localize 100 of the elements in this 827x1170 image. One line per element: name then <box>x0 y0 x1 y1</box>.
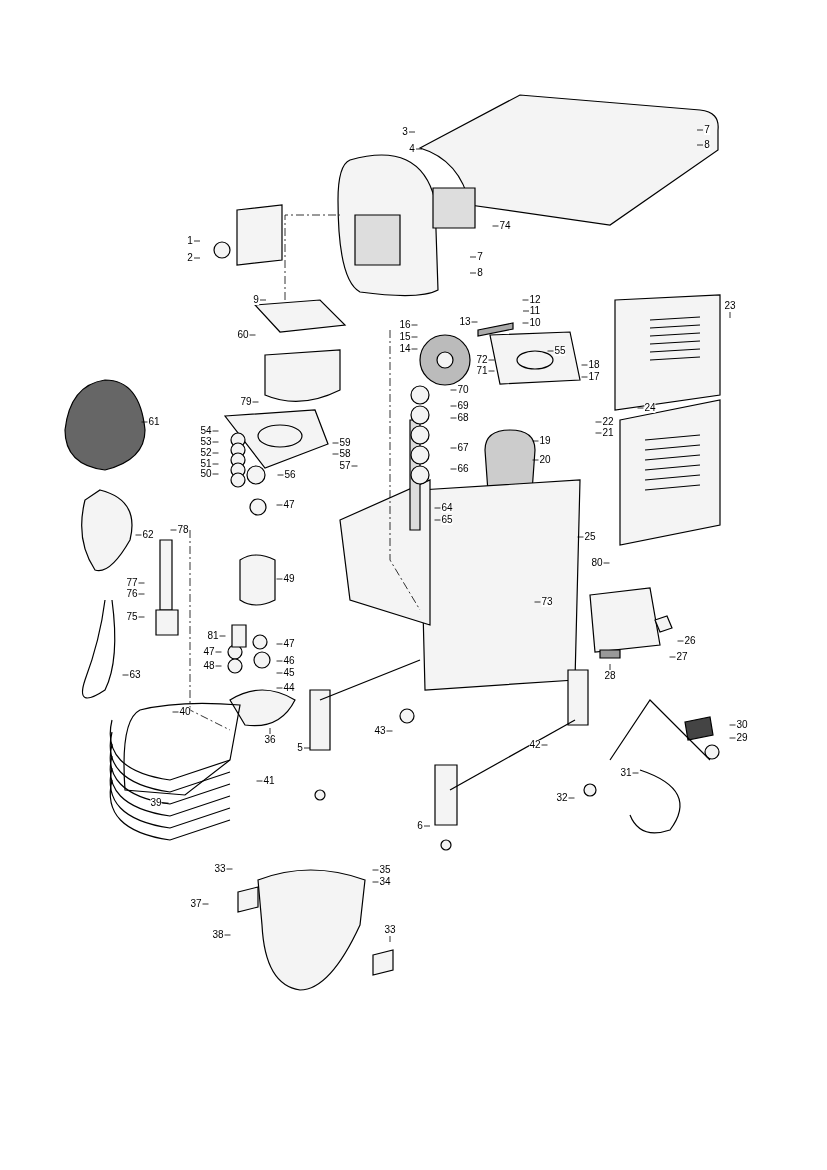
callout-number: 7 <box>704 125 710 135</box>
callout-number: 8 <box>704 140 710 150</box>
callout-number: 80 <box>591 558 603 568</box>
callout-number: 12 <box>529 295 541 305</box>
callout-number: 73 <box>541 597 553 607</box>
leader-line <box>595 432 602 434</box>
leader-line <box>212 430 219 432</box>
callout-number: 68 <box>457 413 469 423</box>
callout-number: 61 <box>148 417 160 427</box>
leader-line <box>170 529 177 531</box>
leader-line <box>696 144 704 146</box>
callout-number: 64 <box>441 503 453 513</box>
callout-number: 74 <box>499 221 511 231</box>
leader-line <box>637 407 644 409</box>
callout-number: 47 <box>283 639 295 649</box>
leader-line <box>276 643 283 645</box>
callout-number: 36 <box>264 735 276 745</box>
leader-line <box>202 903 209 905</box>
leader-line <box>532 459 539 461</box>
leader-line <box>276 672 283 674</box>
callout-number: 70 <box>457 385 469 395</box>
leader-line <box>193 257 201 259</box>
leader-line <box>522 322 529 324</box>
leader-line <box>488 359 495 361</box>
callout-number: 5 <box>297 743 303 753</box>
callout-number: 33 <box>214 864 226 874</box>
leader-line <box>411 336 418 338</box>
leader-line <box>492 225 499 227</box>
callout-number: 25 <box>584 532 596 542</box>
callout-number: 7 <box>477 252 483 262</box>
leader-line <box>532 440 539 442</box>
leader-line <box>256 780 263 782</box>
leader-line <box>677 640 684 642</box>
leader-line <box>215 665 222 667</box>
leader-line <box>471 321 478 323</box>
callout-number: 56 <box>284 470 296 480</box>
leader-line <box>276 660 283 662</box>
callout-number: 81 <box>207 631 219 641</box>
callout-number: 14 <box>399 344 411 354</box>
leader-line <box>172 711 179 713</box>
callout-number: 65 <box>441 515 453 525</box>
leader-line <box>122 674 129 676</box>
leader-line <box>547 350 554 352</box>
callout-number: 21 <box>602 428 614 438</box>
leader-line <box>303 747 311 749</box>
callout-number: 31 <box>620 768 632 778</box>
leader-line <box>434 519 441 521</box>
callout-number: 34 <box>379 877 391 887</box>
leader-line <box>224 934 231 936</box>
leader-line <box>252 401 259 403</box>
callout-number: 75 <box>126 612 138 622</box>
leader-line <box>276 578 283 580</box>
callout-number: 19 <box>539 436 551 446</box>
callout-number: 58 <box>339 449 351 459</box>
callout-number: 45 <box>283 668 295 678</box>
leader-line <box>226 868 233 870</box>
callout-number: 71 <box>476 366 488 376</box>
callout-number: 39 <box>150 798 162 808</box>
leader-line <box>372 869 379 871</box>
leader-line <box>135 534 142 536</box>
leader-line <box>162 802 169 804</box>
leader-line <box>450 405 457 407</box>
leader-line <box>408 131 416 133</box>
callout-number: 3 <box>402 127 408 137</box>
leader-line <box>372 881 379 883</box>
callout-number: 66 <box>457 464 469 474</box>
leader-line <box>138 582 145 584</box>
leader-line <box>138 593 145 595</box>
callout-number: 53 <box>200 437 212 447</box>
leader-line <box>219 635 226 637</box>
callout-number: 32 <box>556 793 568 803</box>
leader-line <box>277 474 284 476</box>
leader-line <box>212 463 219 465</box>
callout-number: 62 <box>142 530 154 540</box>
callout-number: 28 <box>604 671 616 681</box>
callout-number: 78 <box>177 525 189 535</box>
leader-line <box>269 727 271 735</box>
leader-line <box>138 616 145 618</box>
callout-number: 54 <box>200 426 212 436</box>
callout-number: 46 <box>283 656 295 666</box>
callout-number: 49 <box>283 574 295 584</box>
leader-line <box>450 447 457 449</box>
callout-number: 57 <box>339 461 351 471</box>
callout-number: 59 <box>339 438 351 448</box>
leader-line <box>141 421 148 423</box>
leader-line <box>351 465 358 467</box>
leader-line <box>669 656 676 658</box>
callout-number: 1 <box>187 236 193 246</box>
leader-line <box>450 389 457 391</box>
callout-number: 40 <box>179 707 191 717</box>
leader-line <box>469 256 477 258</box>
callout-number: 11 <box>529 306 541 316</box>
leader-line <box>193 240 201 242</box>
callout-number: 47 <box>203 647 215 657</box>
leader-line <box>415 148 423 150</box>
callout-number: 38 <box>212 930 224 940</box>
callout-number: 18 <box>588 360 600 370</box>
leader-line <box>534 601 541 603</box>
leader-line <box>568 797 575 799</box>
leader-line <box>332 453 339 455</box>
